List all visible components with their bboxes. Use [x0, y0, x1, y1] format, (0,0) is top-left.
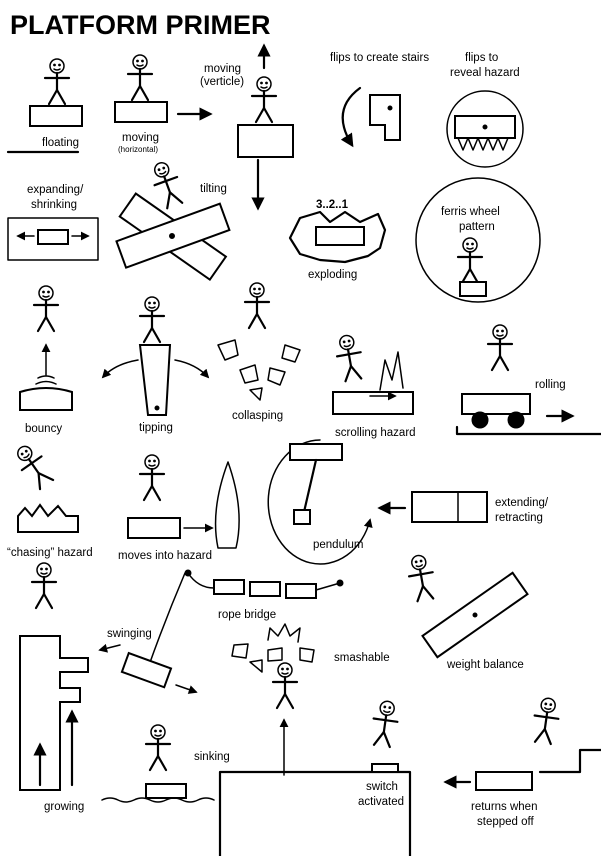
moving-v-platform — [237, 124, 294, 158]
label-collasping: collasping — [232, 410, 283, 422]
label-switch-1: switch — [366, 781, 398, 793]
tilting-panel: tilting — [115, 158, 265, 281]
ferris-panel: ferris wheel pattern — [415, 177, 541, 303]
pendulum-panel: pendulum — [267, 439, 373, 565]
sinking-platform — [145, 783, 187, 799]
label-moves-into: moves into hazard — [118, 550, 212, 562]
label-swinging: swinging — [107, 628, 152, 640]
label-exploding: exploding — [308, 269, 357, 281]
scrolling-panel: scrolling hazard — [332, 332, 416, 439]
growing-panel: growing — [19, 561, 89, 813]
moves-into-platform — [127, 517, 181, 539]
label-ferris-2: pattern — [459, 221, 495, 233]
label-floating: floating — [42, 137, 79, 149]
label-ferris-1: ferris wheel — [441, 206, 500, 218]
floating-platform — [29, 105, 83, 127]
flips-stairs-panel: flips to create stairs — [330, 52, 429, 148]
moving-horizontal-panel: moving (horizontal) — [114, 53, 213, 154]
label-expanding-2: shrinking — [31, 199, 77, 211]
label-extending-2: retracting — [495, 512, 543, 524]
label-flips-hazard-1: flips to — [465, 52, 498, 64]
label-weight-balance: weight balance — [446, 659, 524, 671]
chasing-panel: “chasing” hazard — [7, 439, 93, 559]
label-flips-stairs: flips to create stairs — [330, 52, 429, 64]
label-tilting: tilting — [200, 183, 227, 195]
sinking-panel: sinking — [101, 723, 230, 803]
expanding-platform — [37, 229, 69, 245]
label-extending-1: extending/ — [495, 497, 549, 509]
label-growing: growing — [44, 801, 84, 813]
smashable-panel: smashable — [231, 623, 390, 776]
returns-platform — [475, 771, 533, 791]
ferris-platform — [459, 281, 487, 297]
label-tipping: tipping — [139, 422, 173, 434]
label-pendulum: pendulum — [313, 539, 364, 551]
label-scrolling: scrolling hazard — [335, 427, 416, 439]
exploding-platform — [315, 226, 365, 246]
moves-into-panel: moves into hazard — [118, 453, 240, 562]
swinging-platform — [120, 651, 173, 689]
returns-panel: returns when stepped off — [443, 695, 601, 828]
swinging-panel: swinging — [98, 572, 198, 694]
rolling-panel: rolling — [455, 323, 601, 436]
floating-panel: floating — [6, 57, 83, 154]
label-moving-h-sub: (horizontal) — [118, 145, 158, 154]
rope-bridge-panel: rope bridge — [184, 569, 344, 621]
label-sinking: sinking — [194, 751, 230, 763]
label-returns-1: returns when — [471, 801, 537, 813]
label-bouncy: bouncy — [25, 423, 62, 435]
label-switch-2: activated — [358, 796, 404, 808]
label-moving-h: moving — [122, 132, 159, 144]
weight-balance-panel: weight balance — [404, 552, 529, 671]
label-moving-v-2: (verticle) — [200, 76, 244, 88]
tipping-panel: tipping — [101, 295, 210, 434]
expanding-panel: expanding/ shrinking — [7, 184, 99, 261]
label-flips-hazard-2: reveal hazard — [450, 67, 520, 79]
extending-platform — [411, 491, 488, 523]
page-title: PLATFORM PRIMER — [10, 10, 270, 40]
label-chasing: “chasing” hazard — [7, 547, 93, 559]
label-rope-bridge: rope bridge — [218, 609, 276, 621]
label-rolling: rolling — [535, 379, 566, 391]
collasping-panel: collasping — [217, 281, 301, 422]
label-smashable: smashable — [334, 652, 390, 664]
exploding-panel: 3..2..1 exploding — [288, 199, 387, 281]
flips-hazard-panel: flips to reveal hazard — [446, 52, 524, 168]
moving-h-platform — [114, 101, 168, 123]
label-countdown: 3..2..1 — [316, 199, 349, 211]
extending-panel: extending/ retracting — [377, 491, 549, 524]
switch-button — [371, 763, 399, 773]
label-returns-2: stepped off — [477, 816, 535, 828]
pendulum-anchor — [289, 443, 343, 461]
label-moving-v-1: moving — [204, 63, 241, 75]
rolling-cart — [461, 393, 531, 415]
moving-vertical-panel: moving (verticle) — [200, 43, 294, 158]
label-expanding-1: expanding/ — [27, 184, 84, 196]
switch-panel: switch activated — [218, 698, 412, 856]
bouncy-panel: bouncy — [19, 284, 73, 435]
